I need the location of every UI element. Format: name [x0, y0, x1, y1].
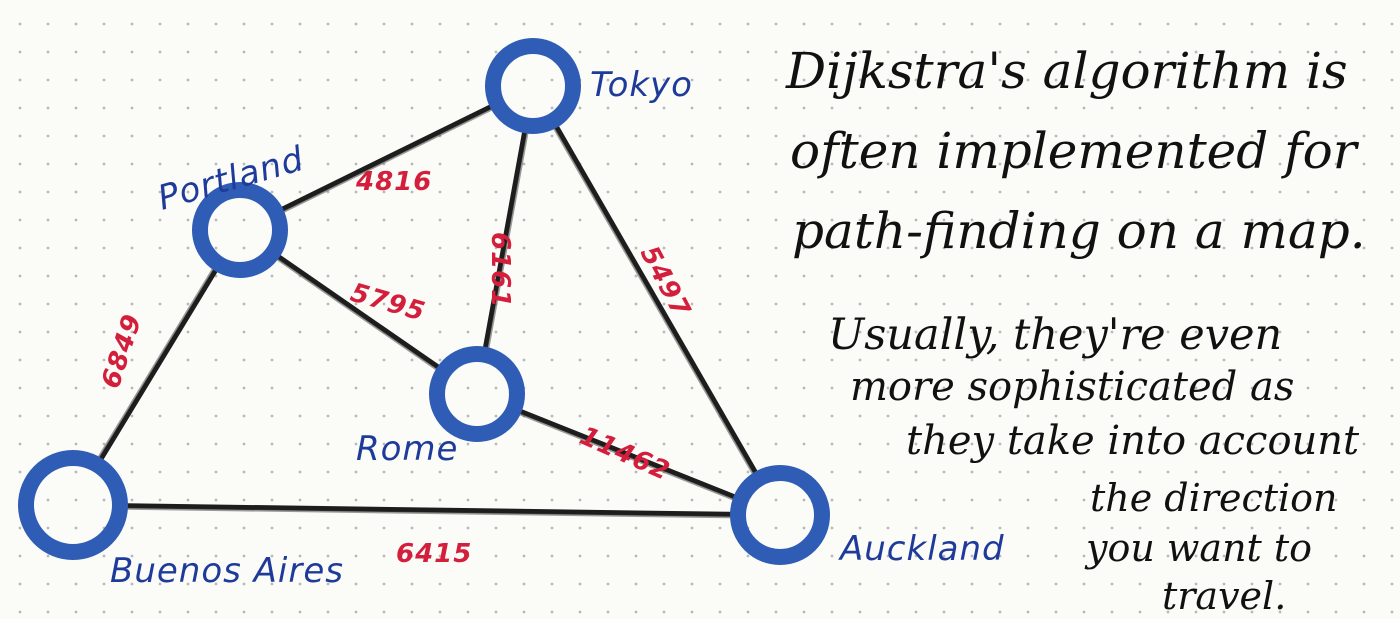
edge-portland-rome	[270, 250, 447, 374]
edge-portland-tokyo	[273, 101, 500, 215]
graph-nodes	[18, 38, 830, 565]
weight-label-portland-buenos-aires: 6849	[96, 310, 148, 392]
note-line-7: the direction	[1090, 476, 1338, 520]
note-line-4: Usually, they're even	[828, 310, 1283, 360]
weight-label-rome-auckland: 11462	[575, 421, 674, 487]
edge-rome-auckland	[511, 406, 744, 502]
edge-stroke-rome-auckland	[512, 410, 741, 504]
node-label-tokyo: Tokyo	[590, 65, 693, 105]
edge-tokyo-auckland	[550, 118, 762, 482]
weight-label-rome-tokyo: 6161	[485, 232, 515, 308]
note-line-9: travel.	[1162, 574, 1287, 618]
edge-stroke-portland-rome	[270, 254, 444, 375]
edge-stroke-tokyo-auckland	[549, 121, 758, 482]
graph-edges	[93, 101, 762, 519]
note-line-8: you want to	[1086, 526, 1313, 570]
weight-label-portland-rome: 5795	[347, 278, 429, 328]
note-line-6: they take into account	[906, 418, 1360, 464]
handwritten-note: Dijkstra's algorithm is often implemente…	[780, 42, 1390, 618]
node-portland	[192, 182, 288, 278]
edge-stroke-buenos-aires-auckland	[118, 507, 739, 519]
note-line-5: more sophisticated as	[850, 364, 1295, 410]
node-label-auckland: Auckland	[838, 529, 1005, 569]
node-buenos-aires	[18, 450, 128, 560]
edge-rome-tokyo	[481, 122, 529, 358]
node-label-rome: Rome	[356, 429, 458, 469]
edge-stroke-portland-tokyo	[276, 105, 500, 217]
node-tokyo	[485, 38, 581, 134]
weight-label-portland-tokyo: 4816	[355, 167, 432, 197]
note-line-3: path-finding on a map.	[792, 202, 1366, 260]
edge-buenos-aires-auckland	[117, 503, 741, 517]
edge-stroke-portland-buenos-aires	[93, 261, 218, 465]
node-rome	[429, 346, 525, 442]
node-auckland	[730, 465, 830, 565]
edge-portland-buenos-aires	[94, 261, 222, 468]
note-line-1: Dijkstra's algorithm is	[786, 42, 1348, 100]
edge-stroke-rome-tokyo	[486, 124, 530, 357]
node-label-buenos-aires: Buenos Aires	[110, 551, 344, 591]
note-line-2: often implemented for	[790, 122, 1357, 180]
weight-label-buenos-aires-auckland: 6415	[396, 539, 472, 569]
